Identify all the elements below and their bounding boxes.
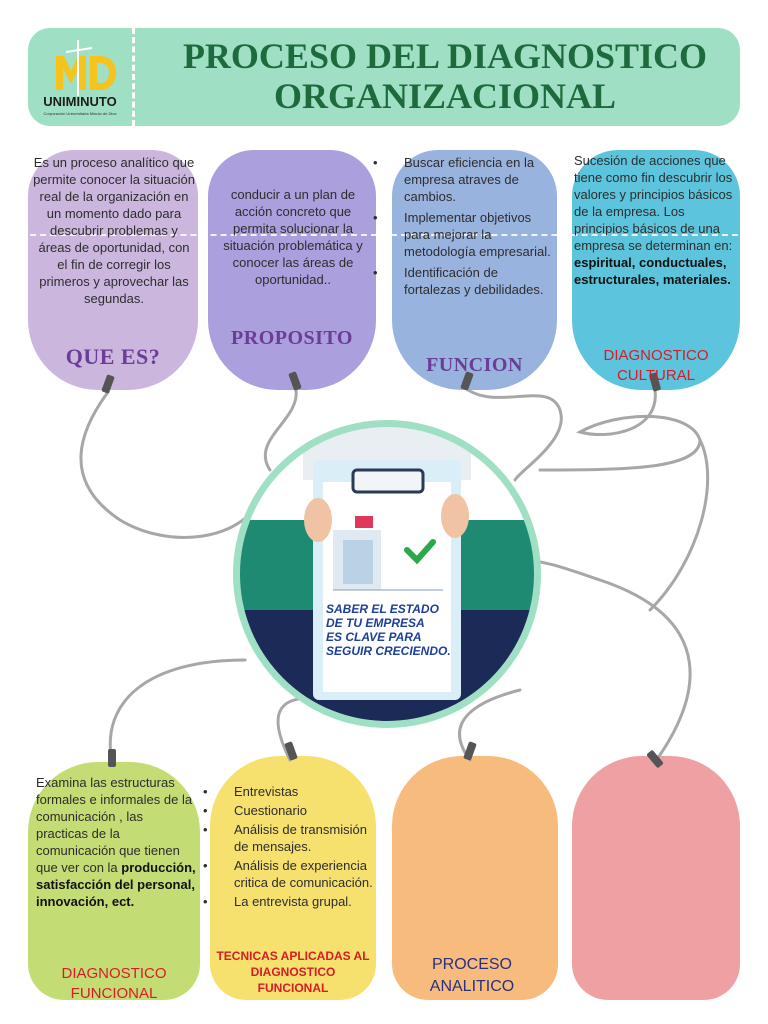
cultural-text-plain: Sucesión de acciones que tiene como fin … [574, 153, 733, 253]
tecnicas-item: La entrevista grupal. [203, 893, 384, 910]
tecnicas-item: Análisis de experiencia critica de comun… [203, 857, 384, 891]
tecnicas-heading: TECNICAS APLICADAS AL DIAGNOSTICO FUNCIO… [200, 948, 386, 996]
tag-proceso-analitico [392, 756, 558, 1000]
tecnicas-item: Entrevistas [203, 783, 384, 800]
analitico-heading: PROCESO ANALITICO [392, 954, 552, 998]
page-title: PROCESO DEL DIAGNOSTICO ORGANIZACIONAL [150, 36, 740, 116]
tecnicas-item: Cuestionario [203, 802, 384, 819]
analitico-heading-line2: ANALITICO [429, 978, 515, 995]
tecnicas-heading-line1: TECNICAS APLICADAS AL [216, 949, 370, 963]
que-es-heading: QUE ES? [65, 344, 161, 369]
proposito-text: conducir a un plan de acción concreto qu… [223, 187, 363, 287]
tecnicas-list: Entrevistas Cuestionario Análisis de tra… [203, 783, 384, 912]
cultural-text: Sucesión de acciones que tiene como fin … [574, 152, 740, 288]
cultural-heading: DIAGNOSTICO CULTURAL [572, 346, 740, 386]
logo-subtext: Corporación Universitaria Minuto de Dios [43, 111, 117, 116]
guide-line [0, 234, 768, 236]
center-slogan-line3: ES CLAVE PARA [326, 630, 422, 644]
center-slogan-line1: SABER EL ESTADO [326, 602, 439, 616]
funcional-text-plain: Examina las estructuras formales e infor… [36, 775, 193, 875]
funcional-heading: DIAGNOSTICO FUNCIONAL [28, 964, 200, 1004]
analitico-heading-line1: PROCESO [431, 956, 512, 973]
tag-diagnostico-funcional [28, 762, 200, 1000]
funcion-list: Buscar eficiencia en la empresa atraves … [373, 154, 554, 302]
funcion-item: Buscar eficiencia en la empresa atraves … [373, 154, 554, 205]
tag-proposito [208, 150, 376, 390]
funcion-item: Implementar objetivos para mejorar la me… [373, 209, 554, 260]
proposito-heading: PROPOSITO [231, 327, 353, 349]
tag-que-es [28, 150, 198, 390]
tecnicas-item: Análisis de transmisión de mensajes. [203, 821, 384, 855]
funcional-text-bold: producción, satisfacción del personal, i… [36, 860, 196, 909]
header-banner [28, 28, 740, 126]
funcional-heading-line1: DIAGNOSTICO [61, 965, 167, 982]
tag-diagnostico-cultural [572, 150, 740, 390]
clipboard-illustration [233, 420, 541, 728]
funcional-text: Examina las estructuras formales e infor… [36, 774, 198, 910]
funcion-heading: FUNCION [426, 354, 523, 376]
cultural-heading-line1: DIAGNOSTICO [603, 347, 709, 364]
header-divider [132, 28, 135, 126]
center-slogan-line4: SEGUIR CRECIENDO. [326, 644, 451, 658]
funcional-heading-line2: FUNCIONAL [70, 985, 158, 1002]
tag-empty [572, 756, 740, 1000]
cultural-heading-line2: CULTURAL [616, 367, 696, 384]
center-slogan-line2: DE TU EMPRESA [326, 616, 425, 630]
center-slogan: SABER EL ESTADO DE TU EMPRESA ES CLAVE P… [326, 602, 456, 658]
page-title-line2: ORGANIZACIONAL [273, 76, 617, 116]
tecnicas-heading-line3: FUNCIONAL [257, 981, 329, 995]
que-es-text: Es un proceso analítico que permite cono… [33, 155, 195, 306]
cultural-text-bold: espiritual, conductuales, estructurales,… [574, 255, 731, 287]
logo-text: UNIMINUTO [43, 94, 117, 109]
uniminuto-logo-icon [56, 40, 116, 96]
tecnicas-heading-line2: DIAGNOSTICO [250, 965, 336, 979]
page-title-line1: PROCESO DEL DIAGNOSTICO [182, 36, 708, 76]
funcion-item: Identificación de fortalezas y debilidad… [373, 264, 554, 298]
